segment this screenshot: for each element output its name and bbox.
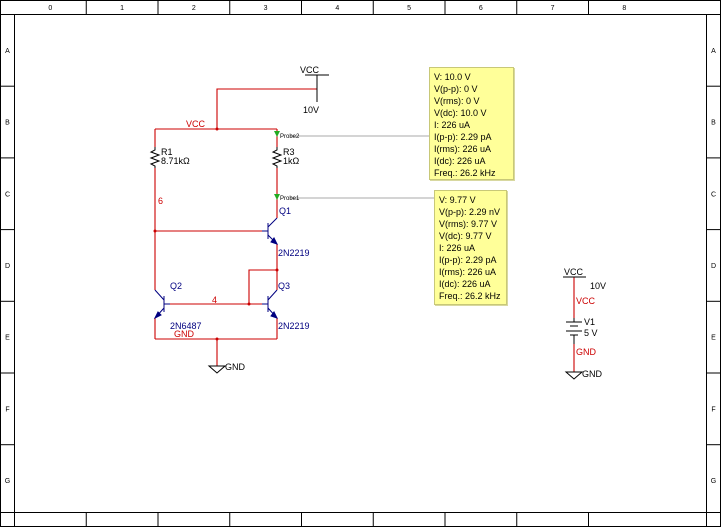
probe1-readout: V: 9.77 V V(p-p): 2.29 nV V(rms): 9.77 V V(… [434,190,507,305]
q2-transistor[interactable] [153,289,170,320]
vcc-net-label: VCC [186,119,206,129]
v1-gnd-symbol[interactable] [564,371,584,380]
probe-readout-line: I(rms): 226 uA [434,144,492,154]
gnd-symbol[interactable] [207,365,227,374]
probe-readout-line: Freq.: 26.2 kHz [434,168,496,178]
probe-readout-line: V(rms): 9.77 V [439,219,498,229]
probe-readout-line: I(p-p): 2.29 pA [434,132,492,142]
q1-transistor[interactable] [262,217,278,245]
v1-value: 5 V [584,328,598,338]
row-ruler-right [706,14,721,527]
v1-name: V1 [584,317,595,327]
v1-battery[interactable] [566,318,582,344]
q1-model: 2N2219 [278,248,310,258]
column-label: 2 [192,5,196,12]
q1-name: Q1 [279,206,291,216]
q3-model: 2N2219 [278,321,310,331]
column-label: 7 [551,5,555,12]
row-label-left: F [5,406,9,413]
vcc-top-label: VCC [300,65,320,75]
r1-name: R1 [161,147,173,157]
row-label-left: G [5,478,10,485]
probe-readout-line: I(dc): 226 uA [439,279,491,289]
junctions [153,127,279,341]
junction-q3-collector [275,268,279,272]
row-label-left: C [5,191,10,198]
probe-readout-line: V: 9.77 V [439,195,476,205]
probe2-readout: V: 10.0 V V(p-p): 0 V V(rms): 0 V V(dc): 10… [429,67,514,180]
v1-vcc-value: 10V [590,281,606,291]
r1-resistor[interactable] [149,147,161,168]
probe-readout-line: V(dc): 10.0 V [434,108,487,118]
vcc-top-symbol[interactable] [305,74,329,102]
r3-resistor[interactable] [271,147,283,168]
probe-readout-line: V(rms): 0 V [434,96,480,106]
probe1-marker[interactable] [274,194,434,200]
column-ruler [0,0,721,15]
wire-q3-diode [248,269,277,304]
row-label-right: G [711,478,716,485]
probe2-label: Probe2 [280,134,300,140]
column-label: 3 [264,5,268,12]
net4-label: 4 [212,295,217,305]
v1-gnd-net-label: GND [576,347,597,357]
row-label-right: F [711,406,715,413]
column-label: 4 [335,5,339,12]
r3-name: R3 [283,147,295,157]
junction-vcc [215,127,219,131]
probe-readout-line: V(p-p): 2.29 nV [439,207,501,217]
q3-name: Q3 [278,281,290,291]
probe1-label: Probe1 [280,196,300,202]
wire-vcc-supply [216,88,317,129]
probe-readout-line: I(rms): 226 uA [439,267,497,277]
probe-readout-line: V(dc): 9.77 V [439,231,492,241]
junction-net6 [153,229,157,233]
row-label-right: C [711,191,716,198]
column-label: 6 [479,5,483,12]
probe-readout-line: V(p-p): 0 V [434,84,478,94]
q3-transistor[interactable] [262,289,278,319]
probe-readout-line: V: 10.0 V [434,72,471,82]
q2-model: 2N6487 [170,321,202,331]
probe-readout-line: I(p-p): 2.29 pA [439,255,497,265]
v1-vcc-net-label: VCC [576,296,596,306]
column-label: 0 [48,5,52,12]
probe-readout-line: I: 226 uA [434,120,471,130]
r3-value: 1kΩ [283,156,300,166]
row-label-right: D [711,263,716,270]
gnd-net-label: GND [174,329,195,339]
column-label: 8 [622,5,626,12]
row-label-left: E [5,335,10,342]
r1-value: 8.71kΩ [161,156,190,166]
junction-net4 [247,302,251,306]
row-ruler-left [0,14,15,527]
v1-vcc-label: VCC [564,267,584,277]
probe-readout-line: Freq.: 26.2 kHz [439,291,501,301]
row-label-right: E [711,335,716,342]
vcc-top-value: 10V [303,105,319,115]
row-label-right: A [711,48,716,55]
row-label-left: D [5,263,10,270]
probe2-marker[interactable] [274,131,431,137]
q2-name: Q2 [170,281,182,291]
column-label: 1 [120,5,124,12]
row-label-right: B [711,120,716,127]
column-label: 5 [407,5,411,12]
probe-readout-line: I: 226 uA [439,243,476,253]
gnd-symbol-label: GND [225,362,246,372]
row-label-left: A [5,48,10,55]
v1-gnd-symbol-label: GND [582,369,603,379]
junction-gnd [215,337,219,341]
net6-label: 6 [158,196,163,206]
probe-readout-line: I(dc): 226 uA [434,156,486,166]
row-label-left: B [5,120,10,127]
